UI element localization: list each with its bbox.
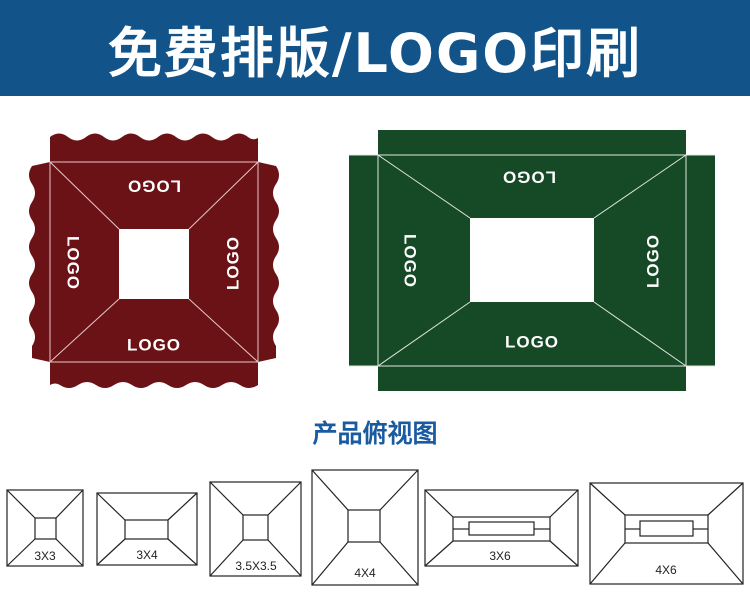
green-tent-logo-right: LOGO <box>643 234 662 288</box>
red-tent-logo-right: LOGO <box>223 236 242 290</box>
size-label-4x6: 4X6 <box>655 563 677 577</box>
size-label-3x4: 3X4 <box>136 548 158 562</box>
header-banner: 免费排版/LOGO印刷 <box>0 0 750 96</box>
size-diagram-3-5x3-5 <box>209 481 302 577</box>
red-tent-logo-top: LOGO <box>127 177 181 196</box>
red-tent-logo-left: LOGO <box>64 236 83 290</box>
size-diagram-3x6 <box>424 489 579 567</box>
red-tent: LOGO LOGO LOGO LOGO <box>29 133 279 388</box>
green-tent-center-opening <box>470 218 594 302</box>
size-diagram-4x4 <box>311 469 419 586</box>
size-label-3x3: 3X3 <box>34 549 56 563</box>
section-title: 产品俯视图 <box>312 419 438 448</box>
green-tent-logo-bottom: LOGO <box>505 332 559 351</box>
red-tent-center-opening <box>119 229 189 299</box>
size-diagram-3x3 <box>6 489 84 567</box>
size-diagram-3x4 <box>96 492 198 566</box>
size-label-3x6: 3X6 <box>489 549 511 563</box>
size-diagrams <box>6 469 744 586</box>
green-tent-logo-top: LOGO <box>502 168 556 187</box>
size-label-4x4: 4X4 <box>354 566 376 580</box>
red-tent-logo-bottom: LOGO <box>127 335 181 354</box>
green-tent-logo-left: LOGO <box>401 234 420 288</box>
green-tent: LOGO LOGO LOGO LOGO <box>349 130 715 391</box>
size-diagram-4x6 <box>589 482 744 585</box>
banner-title: 免费排版/LOGO印刷 <box>107 21 643 85</box>
size-label-3-5x3-5: 3.5X3.5 <box>235 559 277 573</box>
